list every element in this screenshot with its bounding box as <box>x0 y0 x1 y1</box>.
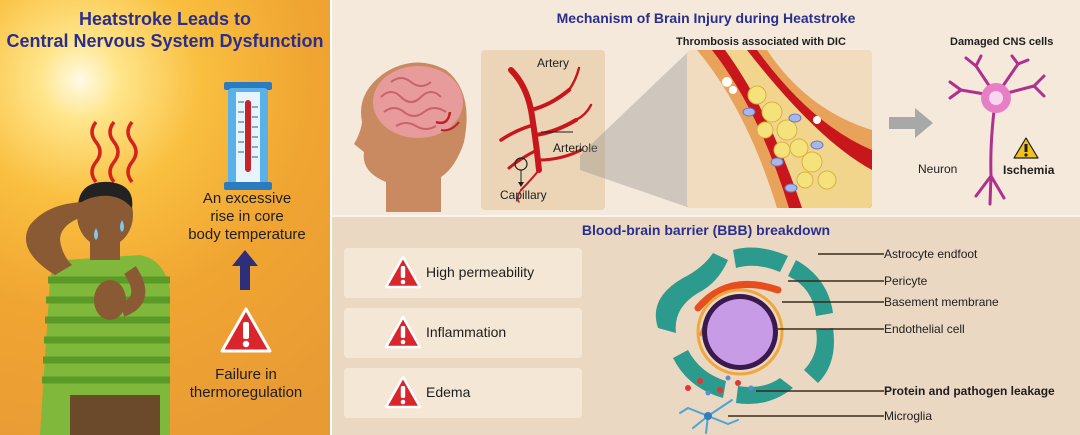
thrombosis-label: Thrombosis associated with DIC <box>676 36 846 48</box>
warning-triangle-icon <box>384 315 422 349</box>
bbb-title: Blood-brain barrier (BBB) breakdown <box>581 222 831 238</box>
zoom-cone <box>580 50 690 208</box>
capillary-label: Capillary <box>500 188 547 202</box>
gray-arrow-icon <box>889 108 933 138</box>
leakage-label: Protein and pathogen leakage <box>884 384 1055 398</box>
core-temperature-line-1: An excessive <box>202 190 292 207</box>
basement-membrane-label: Basement membrane <box>884 295 999 309</box>
effect-label: Edema <box>426 384 471 400</box>
ischemia-label: Ischemia <box>1003 163 1055 177</box>
thrombosis-vessel-icon <box>697 50 872 208</box>
pericyte-label: Pericyte <box>884 274 928 288</box>
thermometer-icon <box>224 82 272 190</box>
thrombosis-box <box>687 50 872 208</box>
neuron-label: Neuron <box>918 162 958 176</box>
mechanism-title: Mechanism of Brain Injury during Heatstr… <box>556 10 856 26</box>
person-illustration <box>25 181 170 435</box>
heat-waves-icon <box>90 120 138 184</box>
warning-triangle-icon <box>220 307 272 353</box>
bbb-structure-illustration <box>655 247 884 434</box>
effect-card-edema: Edema <box>344 368 582 418</box>
microglia-label: Microglia <box>884 409 933 423</box>
effect-card-permeability: High permeability <box>344 248 582 298</box>
core-temperature-line-3: body temperature <box>188 226 306 243</box>
endothelial-cell-label: Endothelial cell <box>884 322 965 336</box>
head-brain-illustration <box>354 62 467 213</box>
astrocyte-endfoot-label: Astrocyte endfoot <box>884 247 978 261</box>
thermoregulation-failure-text: Failure in thermoregulation <box>176 366 316 402</box>
heatstroke-title-line-2: Central Nervous System Dysfunction <box>6 31 324 51</box>
heatstroke-title: Heatstroke Leads to Central Nervous Syst… <box>0 8 330 52</box>
vessel-tree-icon <box>499 66 593 203</box>
effect-label: Inflammation <box>426 324 507 340</box>
warning-triangle-icon <box>384 375 422 409</box>
up-arrow-icon <box>232 250 258 290</box>
damaged-cns-label: Damaged CNS cells <box>950 36 1054 48</box>
effect-label: High permeability <box>426 264 535 280</box>
thermoregulation-failure-line-2: thermoregulation <box>189 384 303 401</box>
ischemia-warning-icon <box>1013 137 1039 159</box>
arteriole-label: Arteriole <box>553 141 598 155</box>
thermoregulation-failure-line-1: Failure in <box>215 366 277 383</box>
artery-label: Artery <box>537 56 570 70</box>
core-temperature-line-2: rise in core <box>210 208 284 225</box>
neuron-icon <box>948 54 1046 206</box>
warning-triangle-icon <box>384 255 422 289</box>
heatstroke-title-line-1: Heatstroke Leads to <box>78 9 252 29</box>
core-temperature-text: An excessive rise in core body temperatu… <box>182 190 312 244</box>
effect-card-inflammation: Inflammation <box>344 308 582 358</box>
mechanism-panel: Mechanism of Brain Injury during Heatstr… <box>332 0 1080 435</box>
heatstroke-panel: Heatstroke Leads to Central Nervous Syst… <box>0 0 330 435</box>
vessel-tree-box <box>481 50 605 210</box>
